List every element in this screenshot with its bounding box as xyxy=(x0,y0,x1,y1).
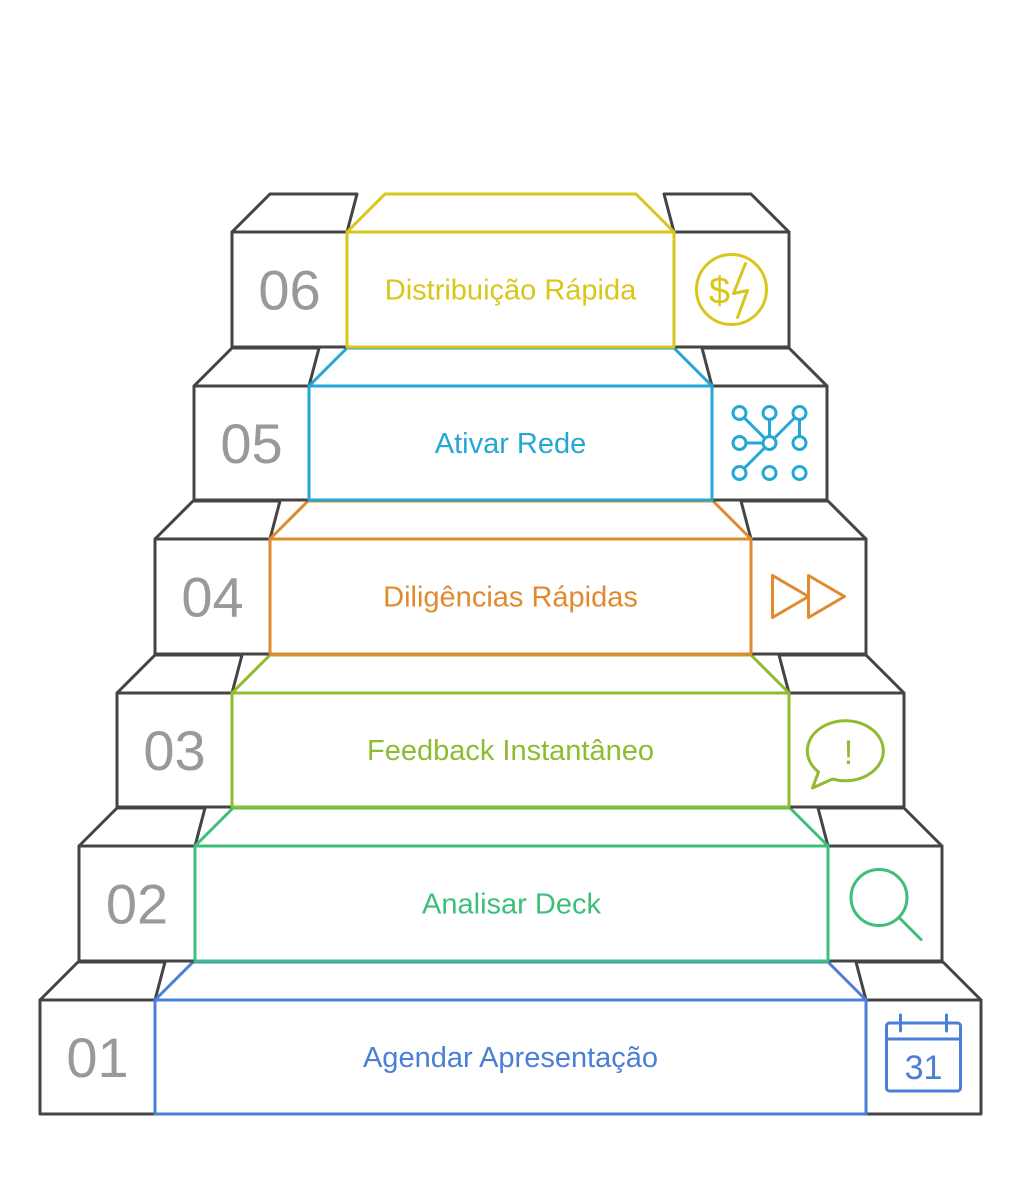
step-label: Diligências Rápidas xyxy=(383,582,638,614)
dollar-lightning-icon: $ xyxy=(695,253,768,326)
exclamation-mark-text: ! xyxy=(844,734,853,772)
left-tread xyxy=(38,960,167,1002)
step-number: 05 xyxy=(220,412,282,475)
step-02: 02 Analisar Deck xyxy=(77,806,944,963)
step-label: Feedback Instantâneo xyxy=(367,735,654,767)
center-face xyxy=(268,537,753,656)
step-05: 05 Ativar Rede xyxy=(192,346,829,502)
step-label: Agendar Apresentação xyxy=(363,1042,658,1074)
center-tread xyxy=(307,346,714,388)
calendar-icon: 31 xyxy=(885,1013,962,1093)
right-tread xyxy=(662,192,791,234)
right-tread xyxy=(777,653,906,695)
magnifier-icon xyxy=(849,868,923,941)
step-label: Analisar Deck xyxy=(422,889,601,921)
step-label: Distribuição Rápida xyxy=(385,275,637,307)
network-nodes-icon xyxy=(731,405,808,481)
step-01: 01 Agendar Apresentação 31 xyxy=(38,960,983,1116)
left-tread xyxy=(230,192,359,234)
left-tread xyxy=(153,499,282,541)
step-number: 01 xyxy=(66,1026,128,1089)
center-face xyxy=(230,691,791,809)
step-label: Ativar Rede xyxy=(435,428,587,460)
center-face xyxy=(345,230,676,349)
center-face xyxy=(153,998,868,1116)
speech-bubble-exclamation-icon: ! xyxy=(805,719,885,790)
step-number: 03 xyxy=(143,719,205,782)
left-tread xyxy=(115,653,244,695)
center-tread xyxy=(193,806,830,848)
calendar-day-text: 31 xyxy=(905,1049,943,1087)
left-tread xyxy=(192,346,321,388)
right-tread xyxy=(739,499,868,541)
left-tread xyxy=(77,806,207,848)
center-tread xyxy=(345,192,676,234)
right-tread xyxy=(854,960,983,1002)
step-04: 04 Diligências Rápidas xyxy=(153,499,868,656)
right-face xyxy=(672,230,791,349)
center-face xyxy=(193,844,830,963)
center-face xyxy=(307,384,714,502)
step-06: 06 Distribuição Rápida $ xyxy=(230,192,791,349)
step-number: 04 xyxy=(181,566,243,629)
right-tread xyxy=(700,346,829,388)
right-face xyxy=(826,844,944,963)
dollar-sign-text: $ xyxy=(709,271,730,313)
center-tread xyxy=(153,960,868,1002)
right-tread xyxy=(816,806,944,848)
center-tread xyxy=(268,499,753,541)
step-03: 03 Feedback Instantâneo! xyxy=(115,653,906,809)
center-tread xyxy=(230,653,791,695)
step-number: 02 xyxy=(106,873,168,936)
fast-forward-icon xyxy=(771,574,846,619)
step-number: 06 xyxy=(258,259,320,322)
